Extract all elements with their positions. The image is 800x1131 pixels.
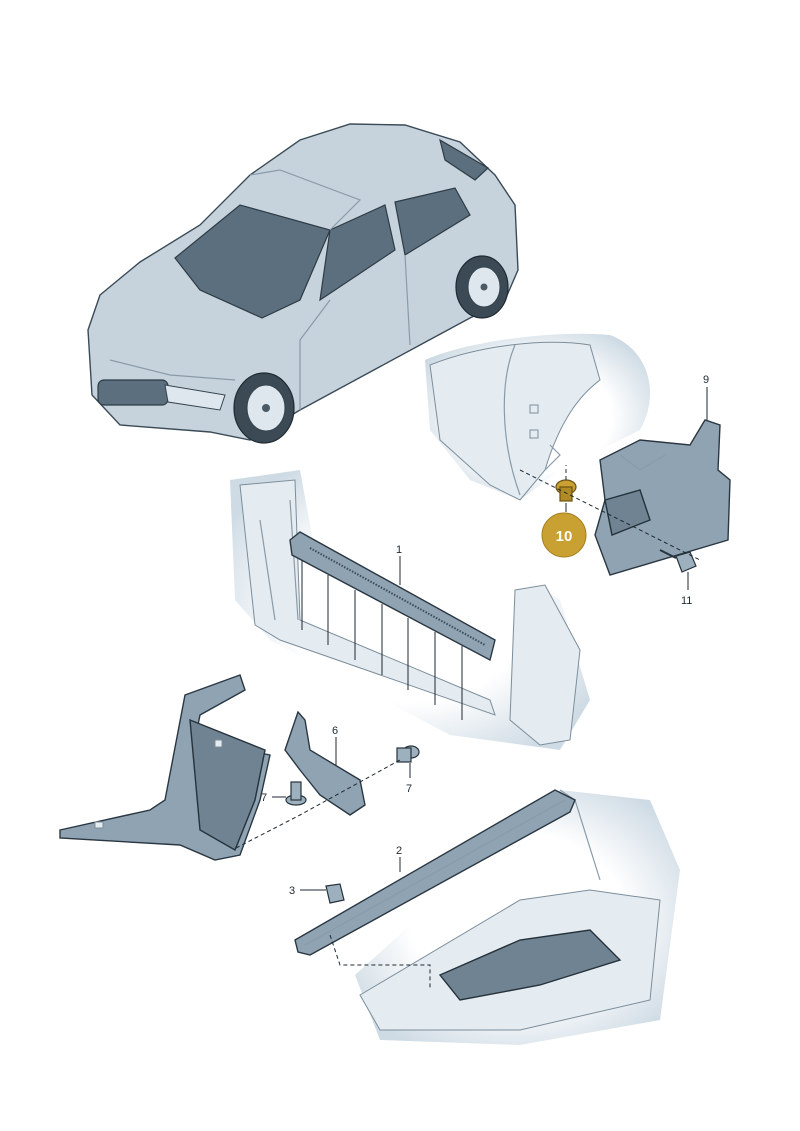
fastener-right [396,745,420,763]
leader-lines [272,387,708,891]
mud-flap [594,419,731,576]
expanding-clip [555,479,577,502]
highlighted-callout-10: 10 [541,512,587,558]
screw [659,549,697,573]
splash-guard [284,710,366,816]
highlighted-callout-text: 10 [556,528,573,545]
front-wheel [233,372,295,444]
car-illustration [87,123,519,444]
callout-6: 6 [332,725,338,737]
wheel-arch-context [425,333,650,501]
sill-strip-fasteners [301,560,463,720]
callout-9: 9 [703,374,709,386]
assembly-line-10 [519,469,701,561]
callout-11: 11 [681,595,692,607]
callout-2: 2 [396,845,402,857]
rear-wheel [455,255,509,319]
lower-sill-strip [294,789,576,956]
retaining-clip [325,883,345,904]
assembly-line-3 [329,934,431,990]
assembly-line-7 [235,759,401,849]
sill-trim-strip [289,531,496,662]
fastener-left [285,781,307,806]
lower-sill-context [355,789,680,1045]
wheel-housing-liner [59,674,271,861]
callout-7-right: 7 [406,783,412,795]
callout-1: 1 [396,544,402,556]
callout-3: 3 [289,885,295,897]
callout-7-left: 7 [261,792,267,804]
